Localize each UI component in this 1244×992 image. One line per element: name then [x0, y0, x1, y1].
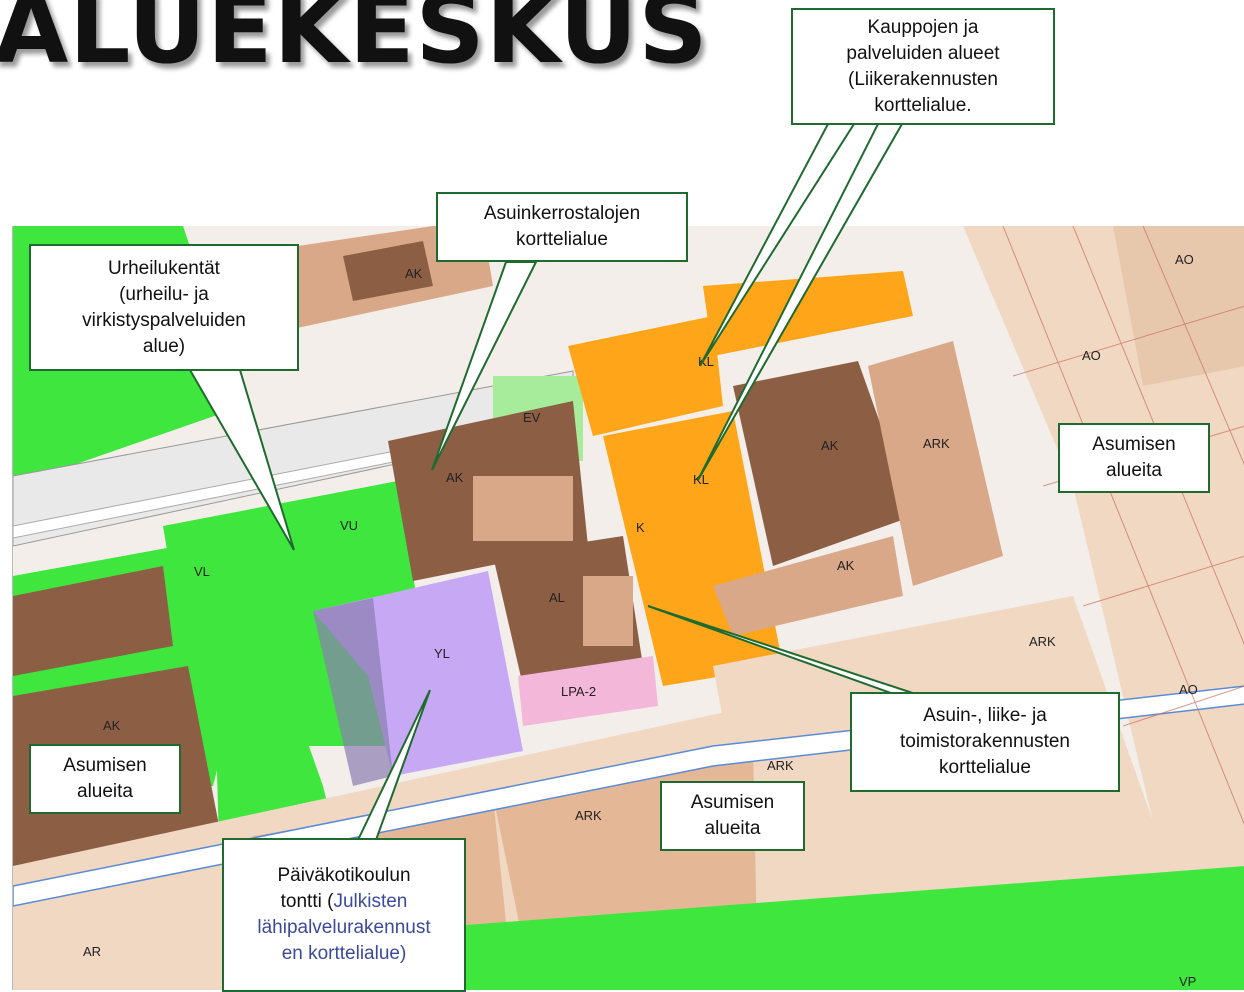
callout-housing-right: Asumisen alueita: [1058, 423, 1210, 493]
callout-school: Päiväkotikoulun tontti (Julkisten lähipa…: [222, 838, 466, 992]
callout-shops: Kauppojen ja palveluiden alueet (Liikera…: [791, 8, 1055, 125]
label-ak-center: AK: [446, 470, 464, 485]
label-vl: VL: [194, 564, 210, 579]
callout-housing-right-line1: Asumisen: [1092, 434, 1176, 455]
label-lpa: LPA-2: [561, 684, 596, 699]
callout-shops-line3: (Liikerakennusten: [848, 68, 998, 90]
ao-zone: [963, 226, 1244, 990]
callout-housing-center: Asumisen alueita: [660, 781, 805, 851]
label-ark-3: ARK: [767, 758, 794, 773]
callout-shops-line2: palveluiden alueet: [846, 42, 1000, 64]
callout-school-line3: lähipalvelurakennust: [257, 917, 431, 938]
label-ark-4: ARK: [575, 808, 602, 823]
left-block: [13, 566, 173, 676]
callout-school-line2: tontti (Julkisten: [281, 889, 408, 915]
callout-mixed-line2: toimistorakennusten: [899, 731, 1071, 752]
green-bottom: [453, 866, 1244, 990]
callout-mixed-line1: Asuin-, liike- ja: [923, 705, 1047, 726]
callout-sports-line2: (urheilu- ja: [119, 283, 209, 305]
label-ark-2: ARK: [1029, 634, 1056, 649]
callout-housing-center-line1: Asumisen: [690, 792, 775, 813]
callout-mixed: Asuin-, liike- ja toimistorakennusten ko…: [850, 692, 1120, 792]
callout-apartments-line1: Asuinkerrostalojen: [483, 203, 641, 224]
callout-housing-left-line2: alueita: [77, 781, 133, 802]
callout-apartments: Asuinkerrostalojen korttelialue: [436, 192, 688, 262]
callout-school-line4: en korttelialue): [281, 943, 407, 964]
label-ak-right-2: AK: [837, 558, 855, 573]
callout-shops-line1: Kauppojen ja: [867, 16, 979, 38]
label-k: K: [636, 520, 645, 535]
callout-sports-line3: virkistyspalveluiden: [82, 309, 246, 331]
label-ar: AR: [83, 944, 101, 959]
callout-school-line1: Päiväkotikoulun: [277, 865, 411, 886]
label-ao-2: AO: [1082, 348, 1101, 363]
callout-housing-center-line2: alueita: [704, 818, 761, 839]
callout-mixed-line3: korttelialue: [939, 757, 1031, 778]
label-yl: YL: [434, 646, 450, 661]
callout-housing-left-line1: Asumisen: [63, 755, 147, 776]
label-al: AL: [549, 590, 565, 605]
kl-top-zone: [568, 316, 723, 436]
label-kl-top: KL: [698, 354, 714, 369]
al-block: [493, 536, 643, 686]
callout-shops-line4: korttelialue.: [874, 94, 972, 116]
ak-top-building: [343, 241, 433, 301]
callout-housing-left: Asumisen alueita: [29, 744, 181, 814]
callout-sports: Urheilukentät (urheilu- ja virkistyspalv…: [29, 244, 299, 371]
callout-sports-line4: alue): [142, 335, 186, 357]
callout-school-line2b: Julkisten: [333, 891, 408, 912]
label-ao-3: AO: [1179, 682, 1198, 697]
label-kl-center: KL: [693, 472, 709, 487]
label-ev: EV: [523, 410, 541, 425]
label-ao-1: AO: [1175, 252, 1194, 267]
label-ark-1: ARK: [923, 436, 950, 451]
road-bottom: [13, 685, 1244, 907]
callout-school-line2a: tontti (: [280, 891, 334, 912]
label-vp: VP: [1179, 974, 1196, 989]
callout-housing-right-line2: alueita: [1106, 460, 1162, 481]
lpa-zone: [518, 656, 658, 726]
label-ak-left: AK: [103, 718, 121, 733]
page-title: ALUEKESKUS: [0, 0, 709, 85]
label-ak-right: AK: [821, 438, 839, 453]
callout-sports-line1: Urheilukentät: [108, 257, 220, 279]
label-vu: VU: [340, 518, 358, 533]
callout-apartments-line2: korttelialue: [516, 229, 608, 250]
label-ak-top: AK: [405, 266, 423, 281]
